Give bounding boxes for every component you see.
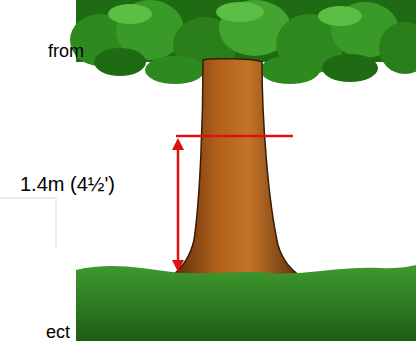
measure-mark [172,136,293,272]
grass-ground [76,265,416,341]
text-label: 1.4m (4½') [20,173,115,195]
text-label: ect [46,323,70,341]
tree-trunk [172,59,300,276]
text-label: from [48,42,84,62]
panel-edge [0,198,56,248]
